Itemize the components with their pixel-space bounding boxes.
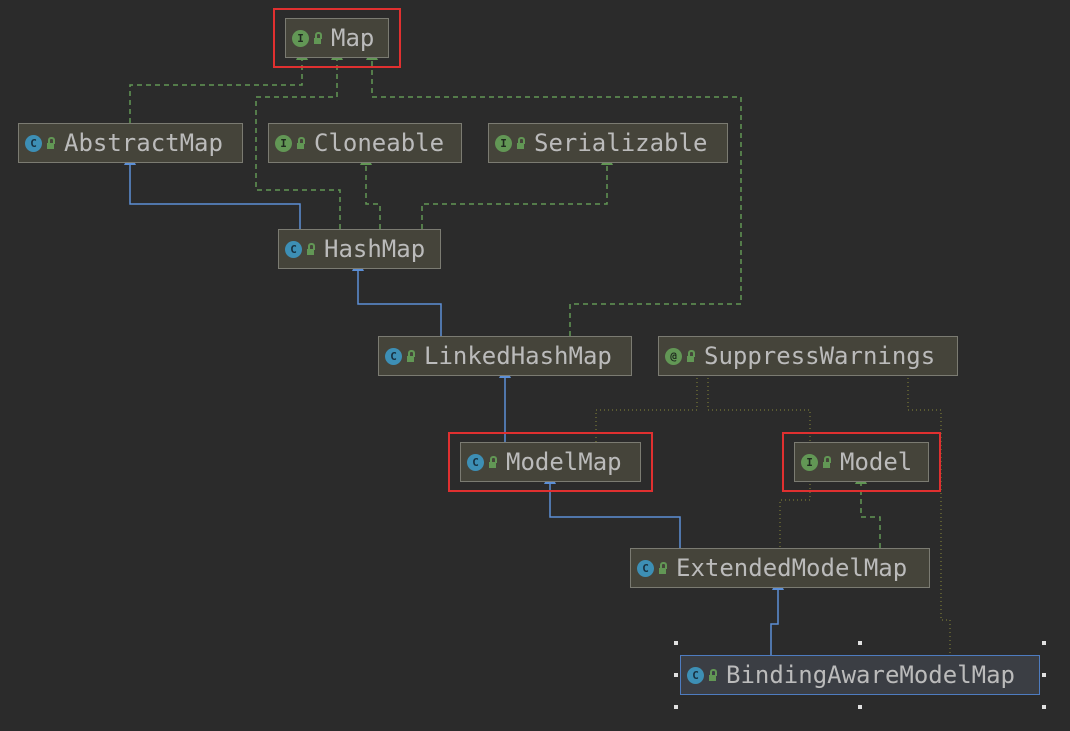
- node-label: Map: [331, 24, 375, 52]
- interface-icon: I: [275, 134, 292, 152]
- class-icon: C: [285, 240, 302, 258]
- edge-extends-hashmap-to-abstractmap: [129, 165, 301, 229]
- public-lock-icon: [407, 350, 415, 362]
- annotation-icon: @: [665, 347, 682, 365]
- edge-implements-hashmap-to-serializable: [421, 165, 608, 229]
- edge-extends-bindingawaremodelmap-to-extendedmodelmap: [770, 590, 779, 655]
- node-abstractmap[interactable]: C AbstractMap: [18, 123, 243, 163]
- node-linkedhashmap[interactable]: C LinkedHashMap: [378, 336, 632, 376]
- selection-handle[interactable]: [1042, 705, 1046, 709]
- public-lock-icon: [709, 669, 717, 681]
- edge-extends-extendedmodelmap-to-modelmap: [549, 484, 681, 548]
- selection-handle[interactable]: [1042, 673, 1046, 677]
- node-label: AbstractMap: [64, 129, 223, 157]
- node-label: HashMap: [324, 235, 426, 263]
- node-serializable[interactable]: I Serializable: [488, 123, 728, 163]
- node-label: Cloneable: [314, 129, 445, 157]
- node-label: BindingAwareModelMap: [726, 661, 1015, 689]
- public-lock-icon: [517, 137, 525, 149]
- selection-handle[interactable]: [1042, 641, 1046, 645]
- edge-implements-abstractmap-to-map: [129, 60, 303, 123]
- public-lock-icon: [687, 350, 695, 362]
- selection-handle[interactable]: [674, 705, 678, 709]
- selection-handle[interactable]: [674, 641, 678, 645]
- edge-annotates-suppresswarnings-to-bindingawaremodelmap: [907, 378, 951, 655]
- node-label: LinkedHashMap: [424, 342, 612, 370]
- node-model[interactable]: I Model: [794, 442, 929, 482]
- node-hashmap[interactable]: C HashMap: [278, 229, 441, 269]
- node-label: ExtendedModelMap: [676, 554, 908, 582]
- class-icon: C: [25, 134, 42, 152]
- public-lock-icon: [314, 32, 322, 44]
- edge-annotates-suppresswarnings-to-modelmap: [595, 378, 698, 442]
- interface-icon: I: [292, 29, 309, 47]
- public-lock-icon: [659, 562, 667, 574]
- selection-handle[interactable]: [858, 641, 862, 645]
- public-lock-icon: [47, 137, 55, 149]
- public-lock-icon: [489, 456, 497, 468]
- node-map[interactable]: I Map: [285, 18, 389, 58]
- edge-implements-hashmap-to-cloneable: [365, 165, 381, 229]
- public-lock-icon: [823, 456, 831, 468]
- node-label: Model: [840, 448, 913, 476]
- node-label: ModelMap: [506, 448, 622, 476]
- selection-handle[interactable]: [858, 705, 862, 709]
- edge-implements-extendedmodelmap-to-model: [860, 484, 881, 548]
- node-extendedmodelmap[interactable]: C ExtendedModelMap: [630, 548, 930, 588]
- selection-handle[interactable]: [674, 673, 678, 677]
- class-icon: C: [385, 347, 402, 365]
- class-icon: C: [467, 453, 484, 471]
- node-modelmap[interactable]: C ModelMap: [460, 442, 641, 482]
- class-icon: C: [687, 666, 704, 684]
- node-bindingawaremodelmap[interactable]: C BindingAwareModelMap: [680, 655, 1040, 695]
- class-icon: C: [637, 559, 654, 577]
- edge-extends-linkedhashmap-to-hashmap: [357, 271, 442, 336]
- public-lock-icon: [307, 243, 315, 255]
- edge-implements-linkedhashmap-to-map: [371, 60, 742, 336]
- node-label: SuppressWarnings: [704, 342, 936, 370]
- interface-icon: I: [495, 134, 512, 152]
- node-suppresswarnings[interactable]: @ SuppressWarnings: [658, 336, 958, 376]
- public-lock-icon: [297, 137, 305, 149]
- node-label: Serializable: [534, 129, 708, 157]
- interface-icon: I: [801, 453, 818, 471]
- node-cloneable[interactable]: I Cloneable: [268, 123, 462, 163]
